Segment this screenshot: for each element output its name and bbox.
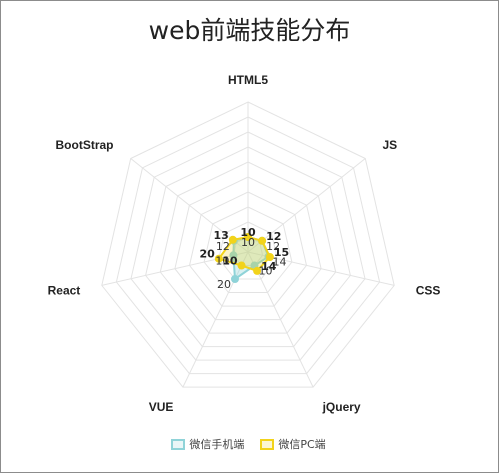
legend-swatch-mobile (171, 438, 186, 450)
axis-label-css: CSS (416, 283, 441, 297)
data-label-mobile: 12 (216, 240, 230, 253)
grid-ring (218, 221, 278, 280)
legend-item-mobile[interactable]: 微信手机端 (171, 436, 244, 452)
data-label-pc: 20 (199, 248, 215, 261)
axis-label-jquery: jQuery (322, 400, 361, 414)
chart-title: web前端技能分布 (148, 16, 351, 45)
data-label-mobile: 12 (266, 240, 280, 253)
grid-spoke (182, 251, 249, 388)
data-label-pc: 13 (213, 229, 228, 242)
legend-label-pc: 微信PC端 (278, 438, 326, 451)
data-label-pc: 10 (222, 255, 238, 268)
data-label-mobile: 14 (273, 256, 287, 269)
legend-label-mobile: 微信手机端 (189, 438, 245, 451)
axis-label-vue: VUE (149, 400, 174, 414)
grid-ring (174, 176, 322, 321)
data-label-pc: 14 (261, 260, 277, 273)
data-point-mobile (231, 275, 239, 283)
grid-ring (115, 116, 381, 375)
grid-ring (101, 101, 395, 388)
legend-swatch-pc (260, 438, 275, 450)
grid-ring (130, 131, 366, 361)
grid-spoke (247, 251, 314, 388)
axis-label-js: JS (383, 138, 398, 152)
grid-ring (203, 206, 293, 293)
grid-ring (232, 236, 264, 266)
data-label-pc: 15 (274, 246, 289, 259)
grid-spoke (247, 158, 366, 253)
grid-ring (188, 191, 308, 307)
data-point-pc (237, 261, 246, 270)
data-point-mobile (229, 251, 238, 260)
legend: 微信手机端 微信PC端 (0, 436, 497, 452)
data-label-mobile: 10 (259, 265, 273, 278)
grid-spoke (101, 251, 249, 286)
data-label-mobile: 10 (215, 254, 229, 267)
data-label-mobile: 20 (217, 278, 231, 291)
grid-ring (159, 161, 337, 334)
axis-label-html5: HTML5 (228, 73, 268, 87)
data-point-pc (228, 235, 237, 244)
axis-label-react: React (48, 283, 81, 297)
data-point-pc (265, 253, 274, 261)
data-label-pc: 10 (240, 226, 256, 239)
data-label-pc: 12 (266, 230, 281, 243)
data-point-pc (253, 266, 262, 275)
data-point-pc (258, 236, 267, 245)
axis-label-bootstrap: BootStrap (56, 138, 114, 152)
data-label-mobile: 10 (241, 236, 255, 249)
grid-ring (145, 146, 351, 348)
data-point-pc (244, 233, 252, 241)
grid-spoke (130, 158, 249, 253)
data-point-pc (214, 254, 223, 263)
legend-item-pc[interactable]: 微信PC端 (260, 436, 326, 452)
